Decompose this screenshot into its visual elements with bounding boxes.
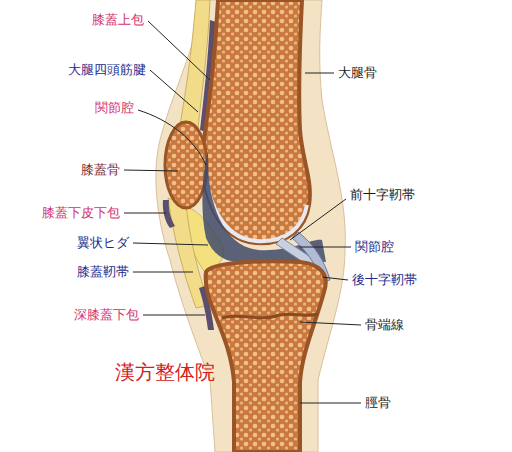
part-label: 膝蓋上包 <box>92 12 144 28</box>
prepatellar-bursa <box>163 200 175 228</box>
patella <box>165 122 207 208</box>
tibia <box>206 261 326 452</box>
part-label: 膝蓋骨 <box>81 162 120 178</box>
part-label: 前十字靭帯 <box>350 187 415 203</box>
part-label: 大腿骨 <box>338 65 377 81</box>
part-label: 深膝蓋下包 <box>74 307 139 323</box>
epiphyseal-line <box>222 314 318 318</box>
part-label: 関節腔 <box>355 239 394 255</box>
part-label: 脛骨 <box>365 395 391 411</box>
part-label: 大腿四頭筋腱 <box>68 62 146 78</box>
part-label: 骨端線 <box>365 317 404 333</box>
part-label: 膝蓋下皮下包 <box>42 205 120 221</box>
part-label: 後十字靭帯 <box>352 272 417 288</box>
femur <box>203 0 310 243</box>
leader-lines <box>124 21 361 403</box>
part-label: 膝蓋靭帯 <box>77 264 129 280</box>
part-label: 関節腔 <box>95 100 134 116</box>
part-label: 翼状ヒダ <box>77 235 129 251</box>
soft-tissue <box>156 0 345 452</box>
watermark: 漢方整体院 <box>115 360 215 384</box>
